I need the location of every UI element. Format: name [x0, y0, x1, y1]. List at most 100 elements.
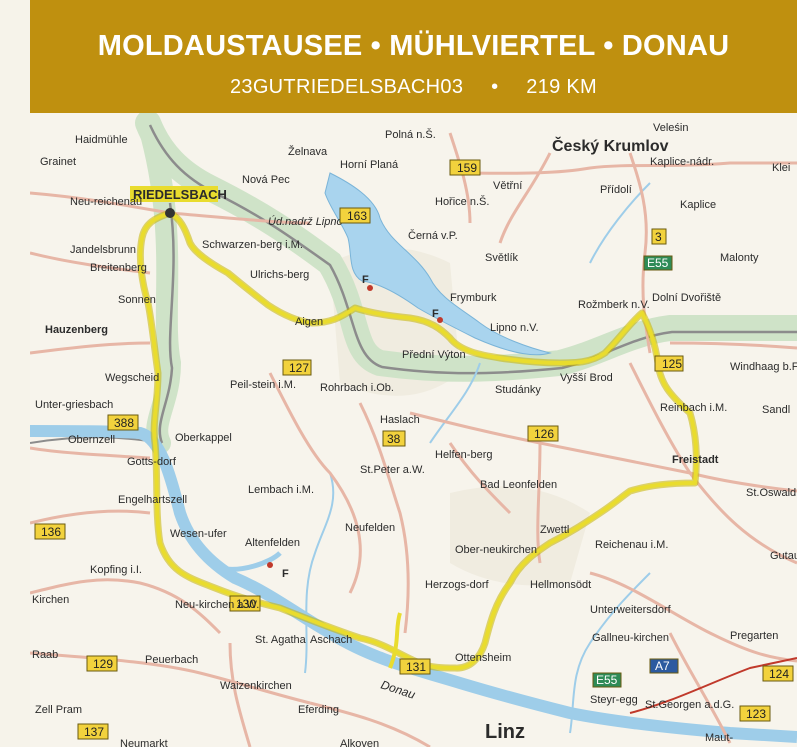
poi-markers[interactable]: F F F: [267, 274, 443, 580]
road-shield: 126: [527, 425, 559, 442]
road-shield: 125: [654, 355, 684, 372]
place-label: Unterweitersdorf: [590, 604, 672, 616]
place-label: Altenfelden: [245, 537, 300, 549]
route-start-marker[interactable]: [165, 208, 175, 218]
svg-text:E55: E55: [596, 673, 618, 687]
place-label-city: Linz: [485, 721, 525, 743]
place-label: Breitenberg: [90, 262, 147, 274]
place-label: Aschach: [310, 634, 352, 646]
route-line: [138, 211, 699, 671]
road-shield: A7: [649, 658, 679, 674]
svg-text:129: 129: [93, 657, 113, 671]
place-label: Bad Leonfelden: [480, 479, 557, 491]
place-label: Haidmühle: [75, 134, 128, 146]
place-label: Černá v.P.: [408, 229, 458, 242]
svg-text:125: 125: [662, 357, 682, 371]
place-label: Engelhartszell: [118, 494, 187, 506]
place-label: Nová Pec: [242, 174, 290, 186]
route-map[interactable]: RIEDELSBACH F F F Úd.nadrž Lipno Donau 1…: [30, 113, 797, 747]
svg-text:123: 123: [746, 707, 766, 721]
svg-text:137: 137: [84, 725, 104, 739]
road-shield: E55: [592, 672, 622, 688]
road-shield: 123: [739, 705, 771, 722]
state-border-line-west: [158, 202, 175, 444]
place-label: Peil-stein i.M.: [230, 379, 296, 391]
place-label: Gallneu-kirchen: [592, 632, 669, 644]
place-label: Neumarkt: [120, 738, 168, 747]
place-label: Maut-: [705, 732, 733, 744]
place-label: Unter-griesbach: [35, 399, 113, 411]
svg-text:388: 388: [114, 416, 134, 430]
place-label: Reinbach i.M.: [660, 402, 727, 414]
place-label: Alkoven: [340, 738, 379, 747]
place-label: Aigen: [295, 316, 323, 328]
road-shield: 136: [34, 523, 66, 540]
place-label: Steyr-egg: [590, 694, 638, 706]
place-label: Gutau: [770, 550, 797, 562]
place-label: Větřní: [493, 180, 522, 192]
road-shield: 129: [86, 655, 118, 672]
road-shield: 131: [399, 658, 431, 675]
place-label-city: Český Krumlov: [552, 136, 669, 155]
svg-text:A7: A7: [655, 659, 670, 673]
place-label: Neu-kirchen a.W.: [175, 599, 259, 611]
poi-f-label: F: [282, 568, 289, 580]
place-label: Želnava: [288, 145, 328, 158]
place-label: Vyšší Brod: [560, 372, 613, 384]
place-label: Lembach i.M.: [248, 484, 314, 496]
place-label: Freistadt: [672, 454, 719, 466]
route-distance: 219 KM: [526, 76, 598, 98]
place-label: Přídolí: [600, 184, 632, 196]
road-shield: 388: [107, 414, 139, 431]
place-label: Schwarzen-berg i.M.: [202, 239, 303, 251]
road-shield: 124: [762, 665, 794, 682]
svg-text:159: 159: [457, 161, 477, 175]
road-shield: 137: [77, 723, 109, 740]
route-subtitle: 23GUTRIEDELSBACH03 • 219 KM: [30, 76, 797, 99]
route-spur: [388, 612, 402, 669]
route-code: 23GUTRIEDELSBACH03: [229, 76, 464, 98]
place-label: Studánky: [495, 384, 541, 396]
place-label: Malonty: [720, 252, 759, 264]
place-label: Raab: [32, 649, 58, 661]
place-label: Obernzell: [68, 434, 115, 446]
place-label: Hořice n.Š.: [435, 195, 489, 208]
place-label: Světlík: [485, 252, 519, 264]
river-loop: [219, 551, 282, 572]
subtitle-separator: •: [491, 76, 499, 98]
svg-text:E55: E55: [647, 256, 669, 270]
road-shield: 130: [229, 595, 261, 612]
place-label: Hellmonsödt: [530, 579, 591, 591]
road-shield: 3: [651, 228, 667, 245]
road-shield: 163: [339, 207, 371, 224]
place-label: Sandl: [762, 404, 790, 416]
svg-text:136: 136: [41, 525, 61, 539]
place-label: Kaplice-nádr.: [650, 156, 714, 168]
place-label: Klei: [772, 162, 790, 174]
place-label: Ulrichs-berg: [250, 269, 309, 281]
svg-text:131: 131: [406, 660, 426, 674]
place-label: Eferding: [298, 704, 339, 716]
svg-text:126: 126: [534, 427, 554, 441]
svg-text:130: 130: [236, 597, 256, 611]
place-label: Zell Pram: [35, 704, 82, 716]
map-canvas: RIEDELSBACH F F F Úd.nadrž Lipno Donau 1…: [30, 113, 797, 747]
poi-f-label: F: [432, 308, 439, 320]
place-label: St.Georgen a.d.G.: [645, 699, 734, 711]
place-label: Kopfing i.I.: [90, 564, 142, 576]
autobahn-a7: [629, 657, 797, 714]
place-label: St. Agatha: [255, 634, 307, 646]
road-network: [30, 132, 797, 747]
svg-text:124: 124: [769, 667, 789, 681]
place-labels: Haidmühle Grainet Neu-reichenau Jandelsb…: [32, 122, 797, 747]
place-label: St.Peter a.W.: [360, 464, 425, 476]
place-label: Jandelsbrunn: [70, 244, 136, 256]
place-label: Polná n.Š.: [385, 128, 436, 141]
place-label: Ober-neukirchen: [455, 544, 537, 556]
place-label: Waizenkirchen: [220, 680, 292, 692]
place-label: Neu-reichenau: [70, 196, 142, 208]
place-label: Přední Výton: [402, 349, 466, 361]
route-start-label-bg: [130, 186, 218, 202]
svg-text:38: 38: [387, 432, 401, 446]
place-label: Zwettl: [540, 524, 569, 536]
